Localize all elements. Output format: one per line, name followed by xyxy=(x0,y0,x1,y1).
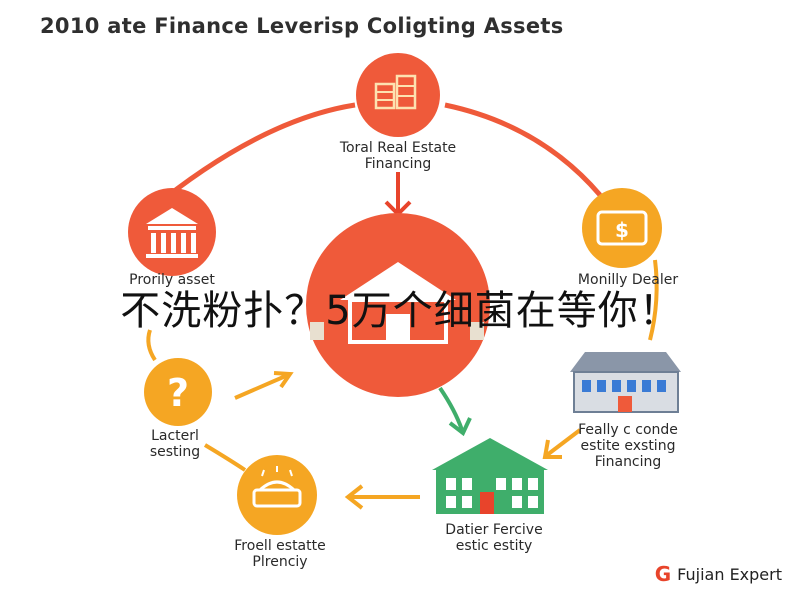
arc-right-down xyxy=(648,259,659,341)
furniture-icon xyxy=(237,455,317,535)
arrow-top-down xyxy=(384,172,412,217)
diagram-title: 2010 ate Finance Leverisp Coligting Asse… xyxy=(40,14,564,38)
brand-logo-icon: G xyxy=(654,562,672,586)
arrow-green-to-bottom-left xyxy=(344,484,420,510)
arc-left-bottom xyxy=(203,443,247,472)
question-icon: ? xyxy=(144,358,212,426)
svg-text:$: $ xyxy=(615,218,629,242)
brand-name: Fujian Expert xyxy=(677,564,782,584)
arrow-house-to-green xyxy=(542,428,582,459)
node-left-upper-label: Prorily asset xyxy=(129,272,215,288)
green-building-icon xyxy=(432,438,548,514)
house-icon xyxy=(570,352,681,413)
node-right-upper-label: Monilly Dealer xyxy=(577,272,679,288)
arc-left-down xyxy=(146,329,157,362)
arc-top-right xyxy=(444,102,602,197)
central-house-icon xyxy=(306,213,490,397)
dollar-icon: $ xyxy=(582,188,662,268)
brand-watermark: G Fujian Expert xyxy=(655,562,782,586)
bank-icon xyxy=(128,188,216,276)
svg-text:?: ? xyxy=(167,371,189,415)
arrow-left-to-center xyxy=(234,371,294,400)
node-top-icon xyxy=(356,53,440,137)
overlay-caption: 不洗粉扑？5万个细菌在等你！ xyxy=(120,288,680,334)
arrow-center-to-green xyxy=(438,386,472,437)
